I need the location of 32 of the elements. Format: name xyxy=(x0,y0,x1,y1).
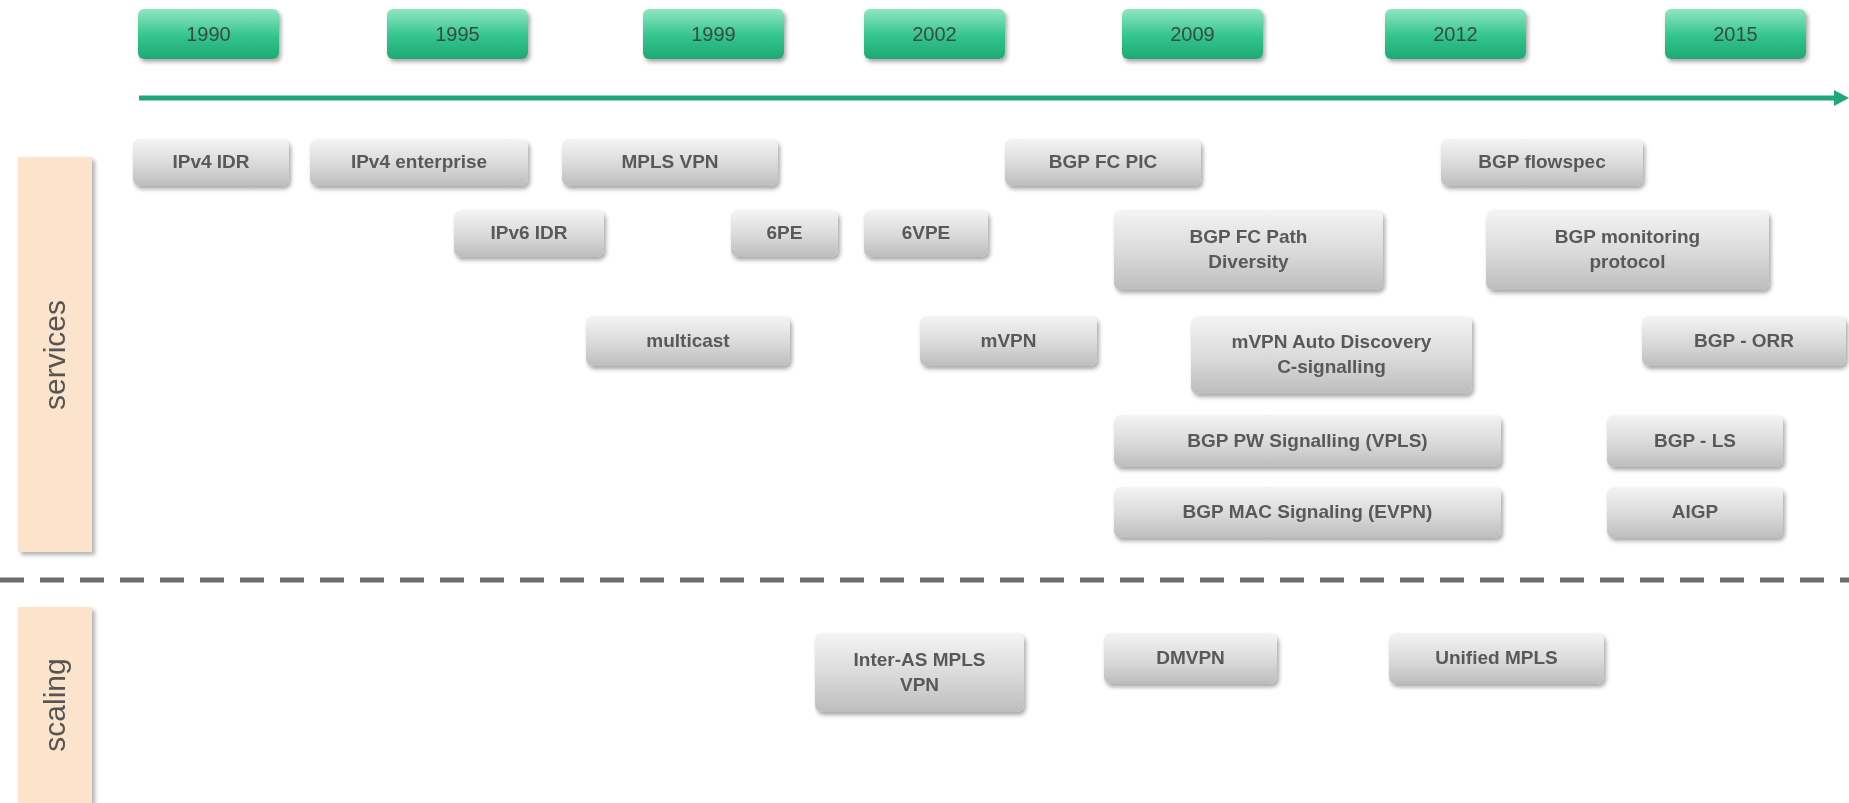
technology-box: BGP flowspec xyxy=(1441,139,1643,186)
year-box: 2009 xyxy=(1122,9,1263,59)
technology-box: BGP monitoring protocol xyxy=(1486,210,1769,290)
technology-box: IPv4 enterprise xyxy=(310,139,528,186)
year-box: 1990 xyxy=(138,9,279,59)
category-band xyxy=(18,157,92,552)
technology-box: multicast xyxy=(586,316,790,366)
technology-box: BGP - ORR xyxy=(1642,316,1846,366)
technology-box: BGP PW Signalling (VPLS) xyxy=(1114,415,1501,467)
technology-box: BGP - LS xyxy=(1607,415,1783,467)
category-label: scaling xyxy=(38,658,72,752)
technology-box: IPv4 IDR xyxy=(133,139,289,186)
technology-box: 6PE xyxy=(731,210,838,257)
technology-box: 6VPE xyxy=(864,210,988,257)
year-box: 2015 xyxy=(1665,9,1806,59)
technology-box: BGP FC Path Diversity xyxy=(1114,210,1383,290)
category-label: services xyxy=(38,299,72,410)
technology-box: IPv6 IDR xyxy=(454,210,604,257)
technology-box: BGP MAC Signaling (EVPN) xyxy=(1114,487,1501,538)
technology-box: mVPN Auto Discovery C-signalling xyxy=(1191,316,1472,394)
technology-box: Unified MPLS xyxy=(1389,633,1604,684)
year-box: 1999 xyxy=(643,9,784,59)
year-box: 1995 xyxy=(387,9,528,59)
technology-box: DMVPN xyxy=(1104,633,1277,684)
year-box: 2002 xyxy=(864,9,1005,59)
category-band xyxy=(18,607,92,803)
technology-box: Inter-AS MPLS VPN xyxy=(815,633,1024,712)
technology-box: mVPN xyxy=(920,316,1097,366)
technology-box: AIGP xyxy=(1607,487,1783,538)
year-box: 2012 xyxy=(1385,9,1526,59)
technology-box: MPLS VPN xyxy=(562,139,778,186)
technology-box: BGP FC PIC xyxy=(1005,139,1201,186)
